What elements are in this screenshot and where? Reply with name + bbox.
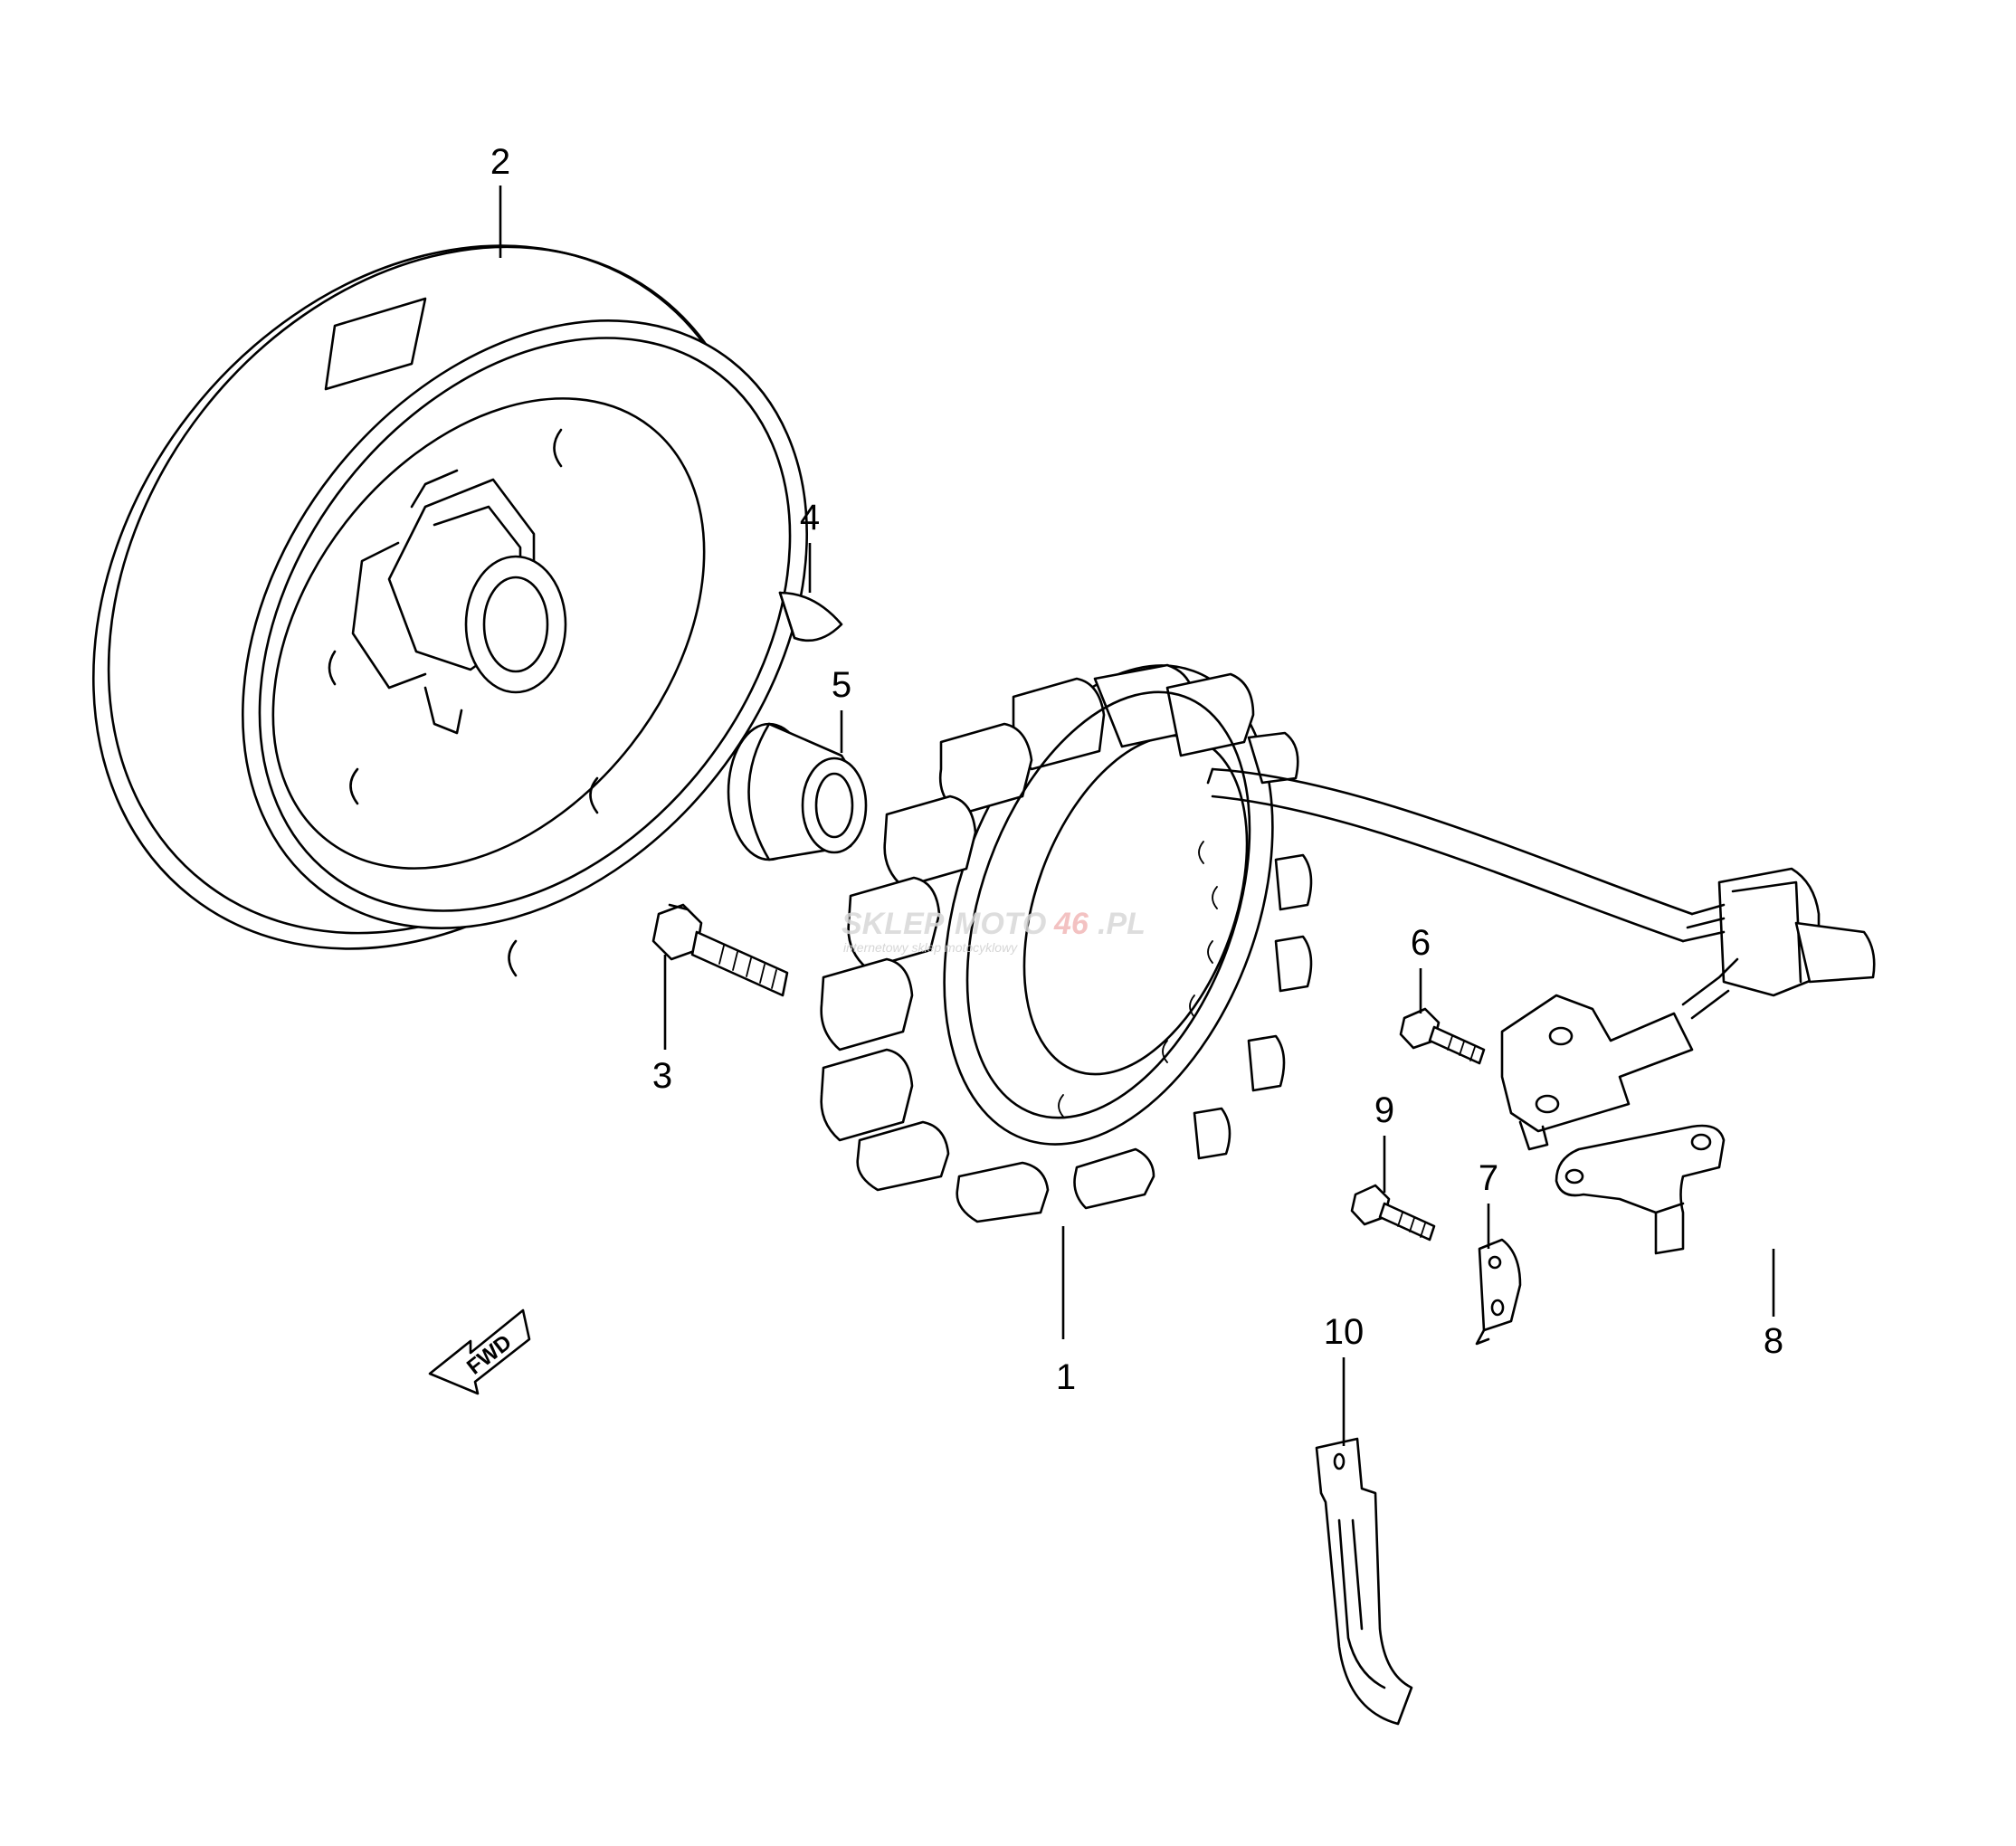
callout-5: 5 <box>832 665 851 705</box>
callout-8: 8 <box>1764 1321 1783 1361</box>
callout-6: 6 <box>1411 923 1431 963</box>
fwd-arrow-icon: FWD <box>428 1308 531 1395</box>
watermark: SKLEP MOTO 46 .PL internetowy sklep moto… <box>842 907 1146 955</box>
callout-7: 7 <box>1479 1158 1498 1198</box>
watermark-part-c: 46 <box>1053 907 1089 941</box>
pickup-coil <box>1500 957 1739 1151</box>
callout-10: 10 <box>1324 1312 1365 1352</box>
watermark-part-b: MOTO <box>955 907 1046 941</box>
leader-lines <box>499 186 1775 1446</box>
watermark-part-d: .PL <box>1098 907 1146 941</box>
screw-small-6 <box>1399 1007 1486 1065</box>
stator-coil <box>820 663 1313 1223</box>
callout-3: 3 <box>652 1056 672 1096</box>
callout-4: 4 <box>800 498 820 538</box>
bolt-long <box>651 903 789 997</box>
coupler-connector <box>1681 867 1876 997</box>
watermark-tagline: internetowy sklep motocyklowy <box>843 940 1018 955</box>
strap-10 <box>1315 1437 1413 1726</box>
callout-2: 2 <box>490 142 510 182</box>
stator-poles <box>820 663 1313 1223</box>
rotor-hub <box>351 469 567 735</box>
clamp-7 <box>1475 1238 1522 1346</box>
bracket-8 <box>1555 1124 1726 1255</box>
callout-numbers: 2 1 3 4 5 6 9 7 8 10 <box>490 142 1783 1397</box>
screw-small-9 <box>1350 1184 1436 1242</box>
rotor-flywheel <box>91 244 809 977</box>
callout-9: 9 <box>1374 1090 1394 1130</box>
woodruff-key <box>778 591 843 642</box>
sleeve-bushing <box>727 722 868 861</box>
wire-harness <box>1206 767 1876 1151</box>
watermark-part-a: SKLEP <box>842 907 945 941</box>
callout-1: 1 <box>1056 1357 1076 1397</box>
